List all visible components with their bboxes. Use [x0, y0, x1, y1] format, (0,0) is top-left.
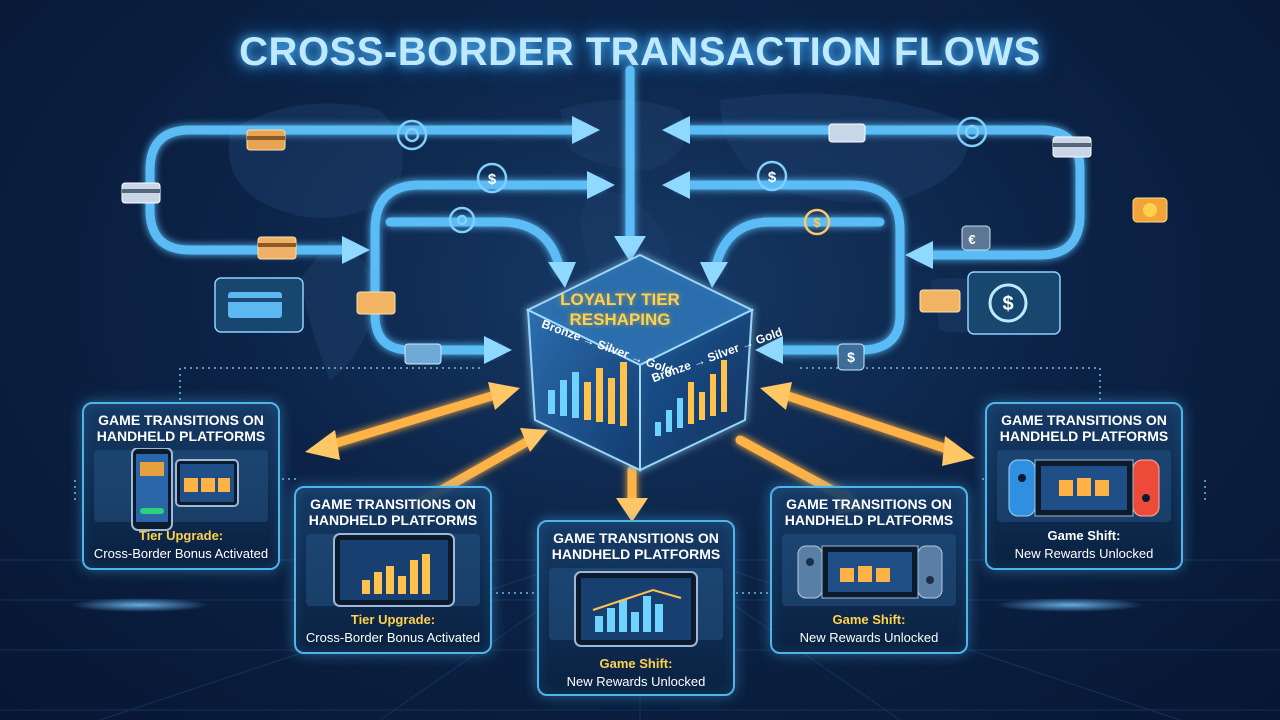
euro-wallet-icon: €: [961, 225, 991, 251]
card-title: GAME TRANSITIONS ON HANDHELD PLATFORMS: [999, 412, 1169, 444]
credit-card-icon: [356, 291, 396, 315]
card-title: GAME TRANSITIONS ON HANDHELD PLATFORMS: [96, 412, 266, 444]
svg-text:$: $: [488, 171, 497, 188]
flow-arrow-right-inner: [675, 180, 905, 355]
card-status-detail: Cross-Border Bonus Activated: [305, 630, 481, 645]
card-title: GAME TRANSITIONS ON HANDHELD PLATFORMS: [551, 530, 721, 562]
euro-wallet-icon: [1132, 197, 1168, 223]
flow-arrow-left-mid: [385, 217, 565, 275]
glow-platform: [70, 598, 210, 612]
handheld-console-icon: [797, 545, 943, 599]
game-transition-card-1: GAME TRANSITIONS ON HANDHELD PLATFORMS T…: [82, 402, 280, 570]
card-status-label: Game Shift:: [1047, 528, 1121, 543]
flow-arrow-right-outer: [675, 125, 1085, 260]
hub-label: LOYALTY TIER RESHAPING: [560, 290, 680, 329]
shield-icon: [956, 116, 988, 148]
card-status-detail: New Rewards Unlocked: [1014, 546, 1154, 561]
page-title: CROSS-BORDER TRANSACTION FLOWS: [239, 30, 1041, 74]
game-transition-card-4: GAME TRANSITIONS ON HANDHELD PLATFORMS G…: [770, 486, 968, 654]
card-status-label: Game Shift:: [832, 612, 906, 627]
svg-text:$: $: [1002, 293, 1013, 315]
credit-card-icon: [828, 123, 866, 143]
handheld-console-icon: [1008, 459, 1160, 517]
orange-arrow-left-far: [325, 390, 500, 450]
dollar-coin-icon: $: [837, 343, 865, 371]
flow-arrow-left-inner: [370, 180, 605, 355]
credit-card-icon: [257, 236, 297, 260]
svg-text:€: €: [968, 232, 975, 247]
card-title: GAME TRANSITIONS ON HANDHELD PLATFORMS: [784, 496, 954, 528]
card-status-detail: New Rewards Unlocked: [799, 630, 939, 645]
flow-arrow-left-outer: [145, 125, 585, 255]
credit-card-icon: [919, 289, 961, 313]
dollar-coin-icon: $: [967, 271, 1061, 335]
orange-arrow-right-far: [780, 390, 955, 455]
phone-tablet-icon: [131, 448, 239, 531]
credit-card-icon: [246, 129, 286, 151]
credit-card-icon: [404, 343, 442, 365]
flow-arrow-right-mid: [710, 217, 885, 275]
game-transition-card-2: GAME TRANSITIONS ON HANDHELD PLATFORMS T…: [294, 486, 492, 654]
credit-card-icon: [1052, 136, 1092, 158]
dollar-coin-icon: $: [756, 160, 788, 192]
card-status-detail: Cross-Border Bonus Activated: [93, 546, 269, 561]
glow-platform: [995, 598, 1145, 612]
credit-card-icon: [121, 182, 161, 204]
card-status-label: Tier Upgrade:: [350, 612, 436, 627]
money-bag-icon: $: [803, 208, 831, 236]
card-status-label: Game Shift:: [599, 656, 673, 671]
tablet-icon: [333, 533, 455, 607]
shield-icon: [396, 119, 428, 151]
bar-chart-icon: [548, 362, 627, 426]
svg-text:$: $: [847, 349, 855, 365]
card-status-label: Tier Upgrade:: [138, 528, 224, 543]
bar-chart-icon: [655, 360, 727, 436]
game-transition-card-5: GAME TRANSITIONS ON HANDHELD PLATFORMS G…: [985, 402, 1183, 570]
coin-icon: [448, 206, 476, 234]
game-transition-card-3: GAME TRANSITIONS ON HANDHELD PLATFORMS G…: [537, 520, 735, 696]
dollar-coin-icon: $: [476, 162, 508, 194]
svg-text:$: $: [768, 169, 777, 186]
svg-text:$: $: [813, 215, 821, 230]
card-title: GAME TRANSITIONS ON HANDHELD PLATFORMS: [308, 496, 478, 528]
credit-card-icon: [214, 277, 304, 333]
tablet-icon: [574, 571, 698, 647]
card-status-detail: New Rewards Unlocked: [566, 674, 706, 689]
